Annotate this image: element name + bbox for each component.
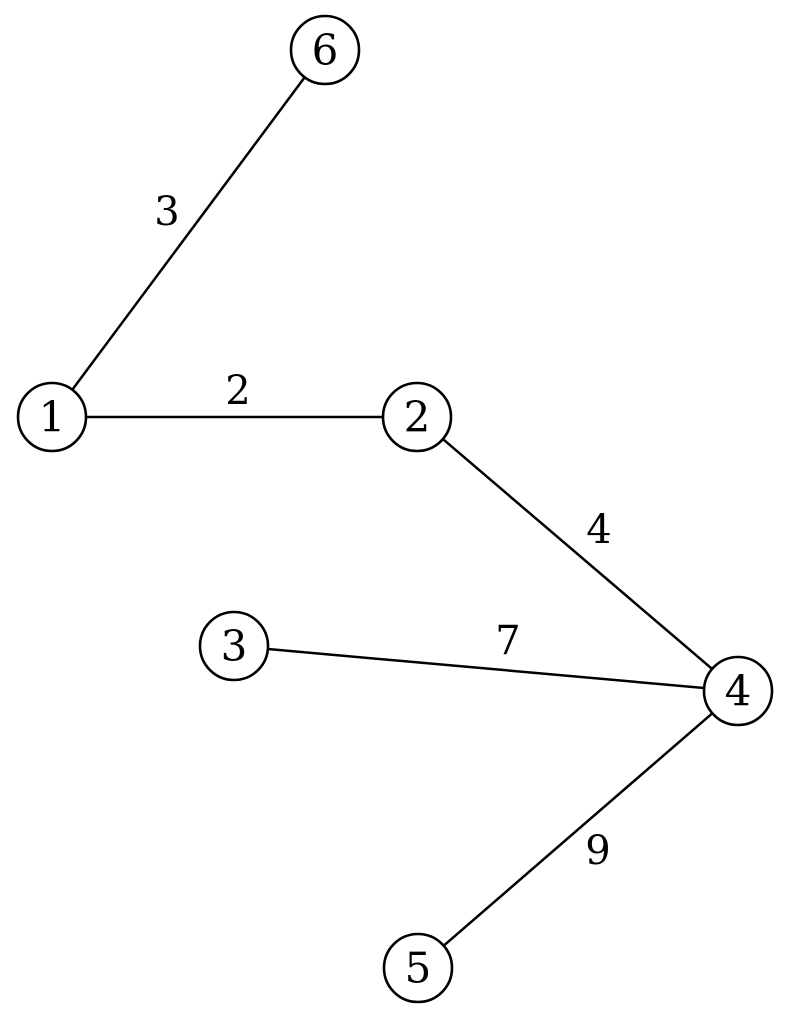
edge-weight-label-1-2: 2 [225,368,250,414]
graph-node-4: 4 [702,655,774,727]
edge-2-4 [441,437,714,671]
edge-weight-label-3-4: 7 [495,618,520,664]
node-circle-1 [16,381,88,453]
node-label-3: 3 [221,622,248,671]
graph-node-1: 1 [16,381,88,453]
node-circle-3 [198,610,270,682]
node-label-2: 2 [404,393,431,442]
edge-1-6 [71,76,306,391]
edge-weight-label-1-6: 3 [154,189,179,235]
node-circle-5 [382,932,454,1004]
graph-node-3: 3 [198,610,270,682]
node-label-6: 6 [312,26,339,75]
graph-node-5: 5 [382,932,454,1004]
edge-4-5 [442,712,714,947]
edge-3-4 [266,647,706,690]
edge-weight-label-4-5: 9 [585,828,610,874]
node-circle-2 [381,381,453,453]
node-circle-6 [289,14,361,86]
edge-weight-label-2-4: 4 [586,507,611,553]
node-label-5: 5 [405,944,432,993]
graph-node-6: 6 [289,14,361,86]
node-label-1: 1 [39,393,66,442]
node-label-4: 4 [725,667,752,716]
graph-node-2: 2 [381,381,453,453]
node-circle-4 [702,655,774,727]
